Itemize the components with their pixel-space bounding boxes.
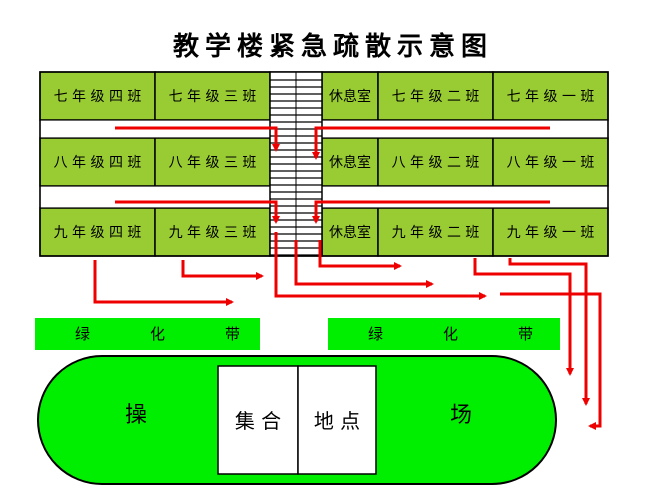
classroom-label: 八 年 级 一 班	[507, 155, 595, 171]
green-belt-right: 绿 化 带	[328, 318, 560, 350]
classroom-label: 七 年 级 三 班	[169, 89, 257, 105]
floor-row-2: 八 年 级 四 班 八 年 级 三 班 休息室 八 年 级 二 班 八 年 级 一 班	[39, 137, 609, 187]
route-arrow	[508, 258, 590, 406]
diagram-title: 教学楼紧急疏散示意图	[173, 31, 493, 62]
classroom-label: 八 年 级 二 班	[392, 155, 480, 171]
classroom-label: 七 年 级 四 班	[54, 89, 142, 105]
teaching-building: 七 年 级 四 班七 年 级 三 班休息室七 年 级 二 班七 年 级 一 班八…	[39, 71, 609, 257]
classroom-label: 七 年 级 二 班	[392, 89, 480, 105]
lounge-label: 休息室	[329, 154, 371, 171]
assembly-left-label: 集 合	[235, 409, 281, 433]
classroom-label: 九 年 级 四 班	[54, 225, 142, 241]
classroom	[492, 137, 609, 187]
route-arrow	[500, 292, 602, 430]
playground-left-label: 操	[125, 403, 147, 428]
classroom	[154, 71, 271, 121]
assembly-point: 集 合 地 点	[217, 365, 377, 475]
route-arrow	[294, 240, 434, 288]
classroom-label: 九 年 级 二 班	[392, 225, 480, 241]
assembly-right-label: 地 点	[314, 409, 360, 433]
green-belt-right-label: 绿 化 带	[368, 325, 533, 343]
green-belt-left-label: 绿 化 带	[75, 325, 240, 343]
green-belt-left: 绿 化 带	[35, 318, 260, 350]
staircase	[269, 71, 323, 257]
route-arrow	[115, 126, 280, 152]
classroom	[154, 207, 271, 257]
classroom-label: 八 年 级 三 班	[169, 155, 257, 171]
route-arrow	[312, 200, 550, 224]
classroom-label: 八 年 级 四 班	[54, 155, 142, 171]
route-arrow	[274, 232, 487, 300]
route-arrow	[473, 258, 574, 376]
classroom-label: 七 年 级 一 班	[507, 89, 595, 105]
route-arrow	[115, 200, 280, 224]
route-arrow	[318, 240, 402, 270]
playground-right-label: 场	[450, 403, 472, 428]
route-arrow	[181, 260, 264, 280]
route-arrow	[312, 126, 550, 160]
classroom	[39, 71, 156, 121]
lounge-label: 休息室	[329, 88, 371, 105]
evacuation-routes	[93, 126, 602, 430]
floor-row-3: 九 年 级 四 班 九 年 级 三 班 休息室 九 年 级 二 班 九 年 级 一 班	[39, 207, 609, 257]
floor-row-1: 七 年 级 四 班 七 年 级 三 班 休息室 七 年 级 二 班 七 年 级 一 班	[39, 71, 609, 121]
route-arrow	[93, 260, 234, 306]
building-outline	[39, 71, 609, 257]
classroom-label: 九 年 级 一 班	[507, 225, 595, 241]
corridor	[39, 185, 609, 209]
lounge-label: 休息室	[329, 224, 371, 241]
classroom-label: 九 年 级 三 班	[169, 225, 257, 241]
